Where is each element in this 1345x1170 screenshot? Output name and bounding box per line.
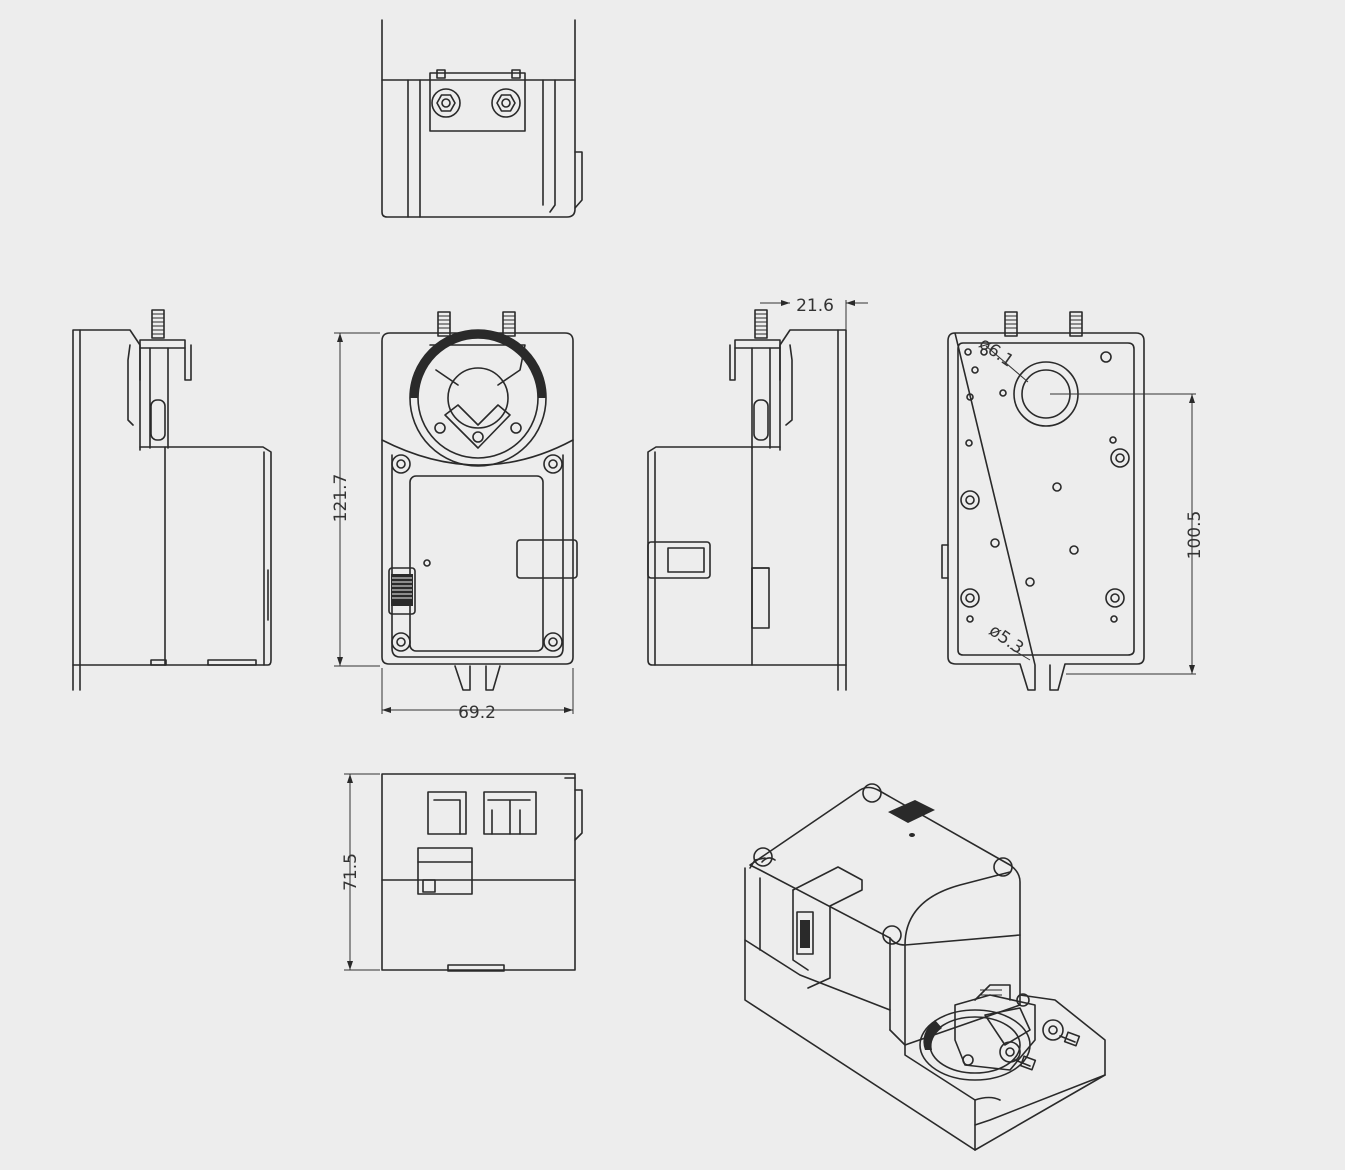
hole-spacing-dimension: 100.5 xyxy=(1050,393,1205,675)
dim-hole-bottom: ø5.3 xyxy=(985,621,1027,659)
right-side-view xyxy=(647,309,847,691)
bottom-height-dimension: 71.5 xyxy=(341,773,380,971)
top-view xyxy=(381,19,583,218)
dim-height-front: 121.7 xyxy=(331,474,351,523)
dim-height-bottom: 71.5 xyxy=(341,853,361,891)
bottom-view xyxy=(381,773,583,972)
front-height-dimension: 121.7 xyxy=(331,332,380,667)
front-width-dimension: 69.2 xyxy=(381,668,574,723)
left-side-view xyxy=(72,309,272,691)
dim-hole-spacing: 100.5 xyxy=(1185,511,1205,560)
dim-hole-top: ø6.1 xyxy=(975,334,1017,372)
depth-dimension: 21.6 xyxy=(760,296,868,330)
front-view xyxy=(381,311,578,691)
isometric-view xyxy=(744,783,1106,1151)
dim-width-front: 69.2 xyxy=(458,703,496,723)
back-view xyxy=(941,311,1145,691)
dim-depth-side: 21.6 xyxy=(796,296,834,316)
